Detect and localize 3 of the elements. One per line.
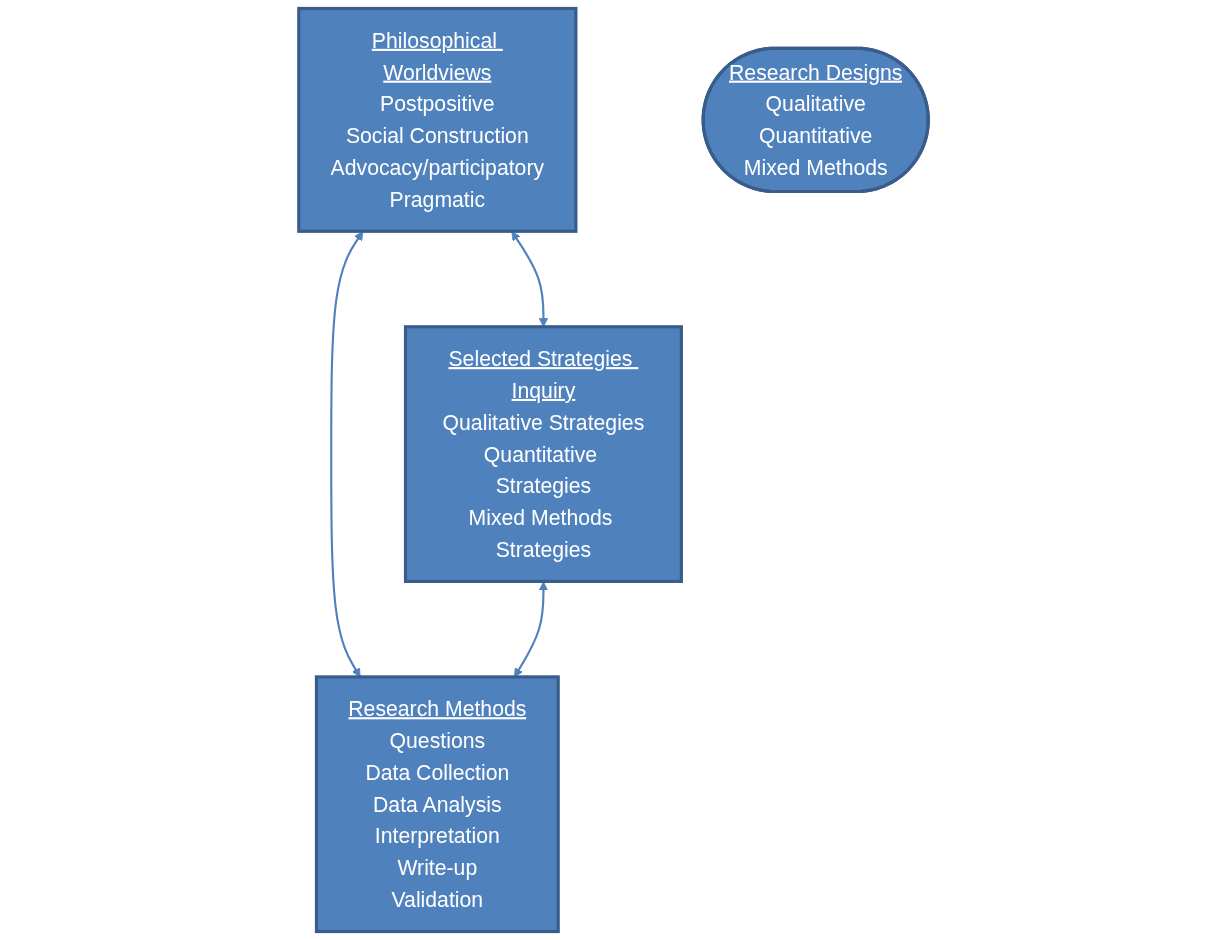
node-box: Selected Strategies Inquiry Qualitative Strategies Quantitative Strategies Mixed Methods Strategies — [403, 325, 683, 583]
node-box: Philosophical Worldviews Postpositive Social Construction Advocacy/participatory Pragmatic — [297, 6, 578, 233]
node-box: Research Methods Questions Data Collection Data Analysis Interpretation Write-up Validation — [314, 675, 560, 934]
